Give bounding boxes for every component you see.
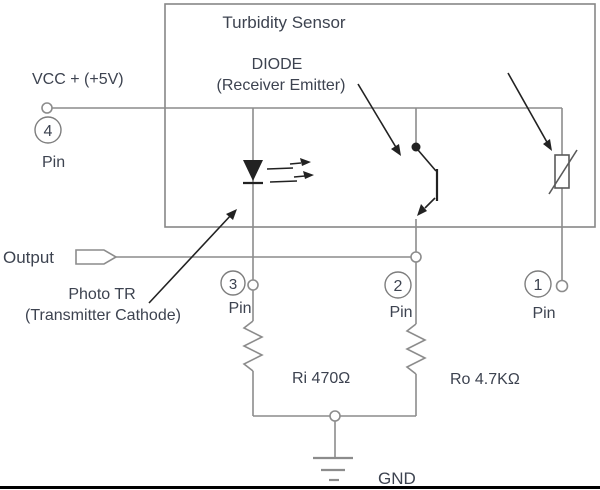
pin4-badge: 4 — [34, 116, 62, 144]
pin3-badge: 3 — [220, 270, 246, 296]
photo-tr-pointer-head — [226, 209, 237, 220]
ground-symbol — [313, 456, 353, 482]
emission-arrowhead-1 — [300, 158, 311, 166]
photo-tr-label-line1: Photo TR — [68, 286, 135, 303]
collector-junction-dot — [411, 142, 421, 152]
emitter-lead — [424, 197, 436, 209]
emitter-arrowhead — [417, 204, 427, 216]
ground-junction — [329, 410, 341, 422]
wires — [52, 107, 563, 457]
pin3-badge-circle — [220, 270, 246, 296]
pin4-number: 4 — [44, 123, 53, 140]
diode-pointer-arrow — [357, 83, 401, 156]
variable-resistor-slash — [548, 149, 578, 195]
pin1-badge: 1 — [524, 270, 552, 298]
right-pointer-line — [507, 72, 549, 145]
right-pointer-arrow — [507, 72, 552, 151]
emission-arrow-2 — [269, 175, 306, 183]
resistor-ri-symbol — [242, 320, 264, 372]
pin1-label: Pin — [532, 305, 555, 322]
diode-pointer-line — [357, 83, 398, 150]
pin2-number: 2 — [394, 278, 403, 295]
light-emission-arrows-icon — [266, 158, 314, 183]
pin3-number: 3 — [229, 276, 237, 293]
emission-arrowhead-2 — [303, 171, 314, 179]
right-pointer-head — [543, 139, 552, 151]
pin2-badge: 2 — [384, 271, 412, 299]
output-connector — [75, 249, 118, 265]
pin3-label: Pin — [228, 300, 251, 317]
diode-pointer-head — [391, 144, 401, 156]
collector-lead — [417, 149, 437, 172]
pin4-badge-circle — [34, 116, 62, 144]
output-label: Output — [3, 248, 54, 267]
gnd-label: GND — [378, 469, 416, 488]
photo-tr-pointer-line — [148, 213, 233, 304]
sensor-title: Turbidity Sensor — [222, 13, 345, 32]
pin4-terminal — [41, 102, 53, 114]
pin4-label: Pin — [42, 154, 65, 171]
resistor-ri-label: Ri 470Ω — [292, 370, 350, 387]
diode-label-line1: DIODE — [252, 56, 303, 73]
resistor-ro-symbol — [405, 323, 427, 375]
pin2-badge-circle — [384, 271, 412, 299]
photo-tr-label-line2: (Transmitter Cathode) — [25, 307, 181, 324]
photo-tr-pointer-arrow — [148, 209, 237, 304]
resistor-ro-label: Ro 4.7KΩ — [450, 371, 520, 388]
pin2-terminal — [410, 251, 422, 263]
pin1-badge-circle — [524, 270, 552, 298]
emitter-diode-symbol — [243, 160, 263, 185]
pin2-label: Pin — [389, 304, 412, 321]
phototransistor-symbol — [411, 142, 439, 216]
variable-resistor-symbol — [548, 149, 578, 195]
vcc-label: VCC + (+5V) — [32, 71, 124, 88]
variable-resistor-body — [554, 154, 570, 189]
pin1-number: 1 — [534, 277, 543, 294]
bottom-border-bar — [0, 486, 600, 489]
diode-triangle — [243, 160, 263, 181]
diode-label-line2: (Receiver Emitter) — [217, 77, 346, 94]
emission-arrow-1 — [266, 162, 302, 170]
pin1-terminal — [555, 279, 569, 293]
sensor-boundary-box — [164, 3, 596, 228]
pin3-terminal — [247, 279, 259, 291]
